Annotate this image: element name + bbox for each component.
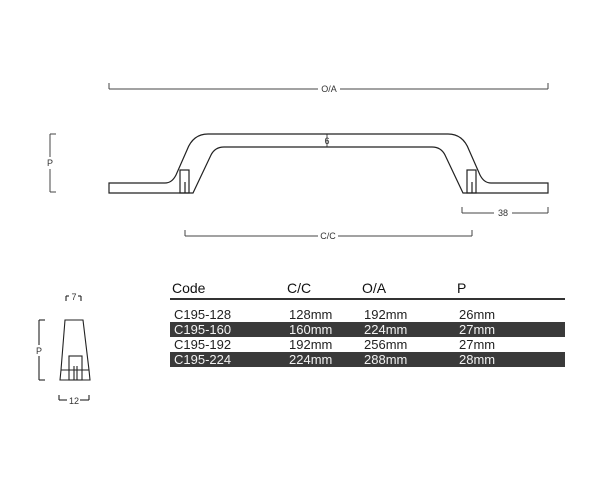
profile-bottom-width-label: 12 bbox=[69, 396, 79, 406]
cell-cc: 160mm bbox=[289, 322, 333, 337]
cell-oa: 224mm bbox=[364, 322, 408, 337]
table-row: C195-128 128mm 192mm 26mm bbox=[170, 307, 565, 322]
cell-oa: 288mm bbox=[364, 352, 408, 367]
header-cc: C/C bbox=[287, 280, 312, 296]
cell-code: C195-128 bbox=[174, 307, 232, 322]
cell-code: C195-192 bbox=[174, 337, 232, 352]
header-p: P bbox=[457, 280, 467, 296]
handle-side-view bbox=[108, 133, 549, 194]
table-row: C195-192 192mm 256mm 27mm bbox=[170, 337, 565, 352]
table-row: C195-160 160mm 224mm 27mm bbox=[170, 322, 565, 337]
profile-top-width-label: 7 bbox=[71, 292, 76, 302]
spec-table: Code C/C O/A P C195-128 128mm 192mm 26mm… bbox=[170, 280, 565, 367]
cell-oa: 192mm bbox=[364, 307, 408, 322]
cell-code: C195-160 bbox=[174, 322, 232, 337]
table-header: Code C/C O/A P bbox=[170, 280, 565, 300]
cell-cc: 128mm bbox=[289, 307, 333, 322]
cell-p: 27mm bbox=[459, 337, 496, 352]
overall-length-label: O/A bbox=[321, 84, 337, 94]
cell-code: C195-224 bbox=[174, 352, 232, 367]
profile-height-label: P bbox=[36, 346, 42, 356]
overall-length-dimension bbox=[108, 83, 549, 90]
cell-cc: 192mm bbox=[289, 337, 333, 352]
projection-label: P bbox=[47, 158, 53, 168]
cell-oa: 256mm bbox=[364, 337, 408, 352]
cell-p: 26mm bbox=[459, 307, 496, 322]
handle-profile-view bbox=[38, 295, 91, 401]
header-code: Code bbox=[172, 280, 206, 296]
center-to-center-label: C/C bbox=[320, 231, 336, 241]
header-oa: O/A bbox=[362, 280, 387, 296]
foot-length-label: 38 bbox=[498, 208, 508, 218]
table-row: C195-224 224mm 288mm 28mm bbox=[170, 352, 565, 367]
foot-length-dimension bbox=[461, 207, 549, 214]
projection-dimension bbox=[49, 133, 56, 193]
thickness-label: 6 bbox=[324, 136, 329, 146]
cell-cc: 224mm bbox=[289, 352, 333, 367]
cell-p: 28mm bbox=[459, 352, 496, 367]
cell-p: 27mm bbox=[459, 322, 496, 337]
center-to-center-dimension bbox=[184, 230, 473, 237]
